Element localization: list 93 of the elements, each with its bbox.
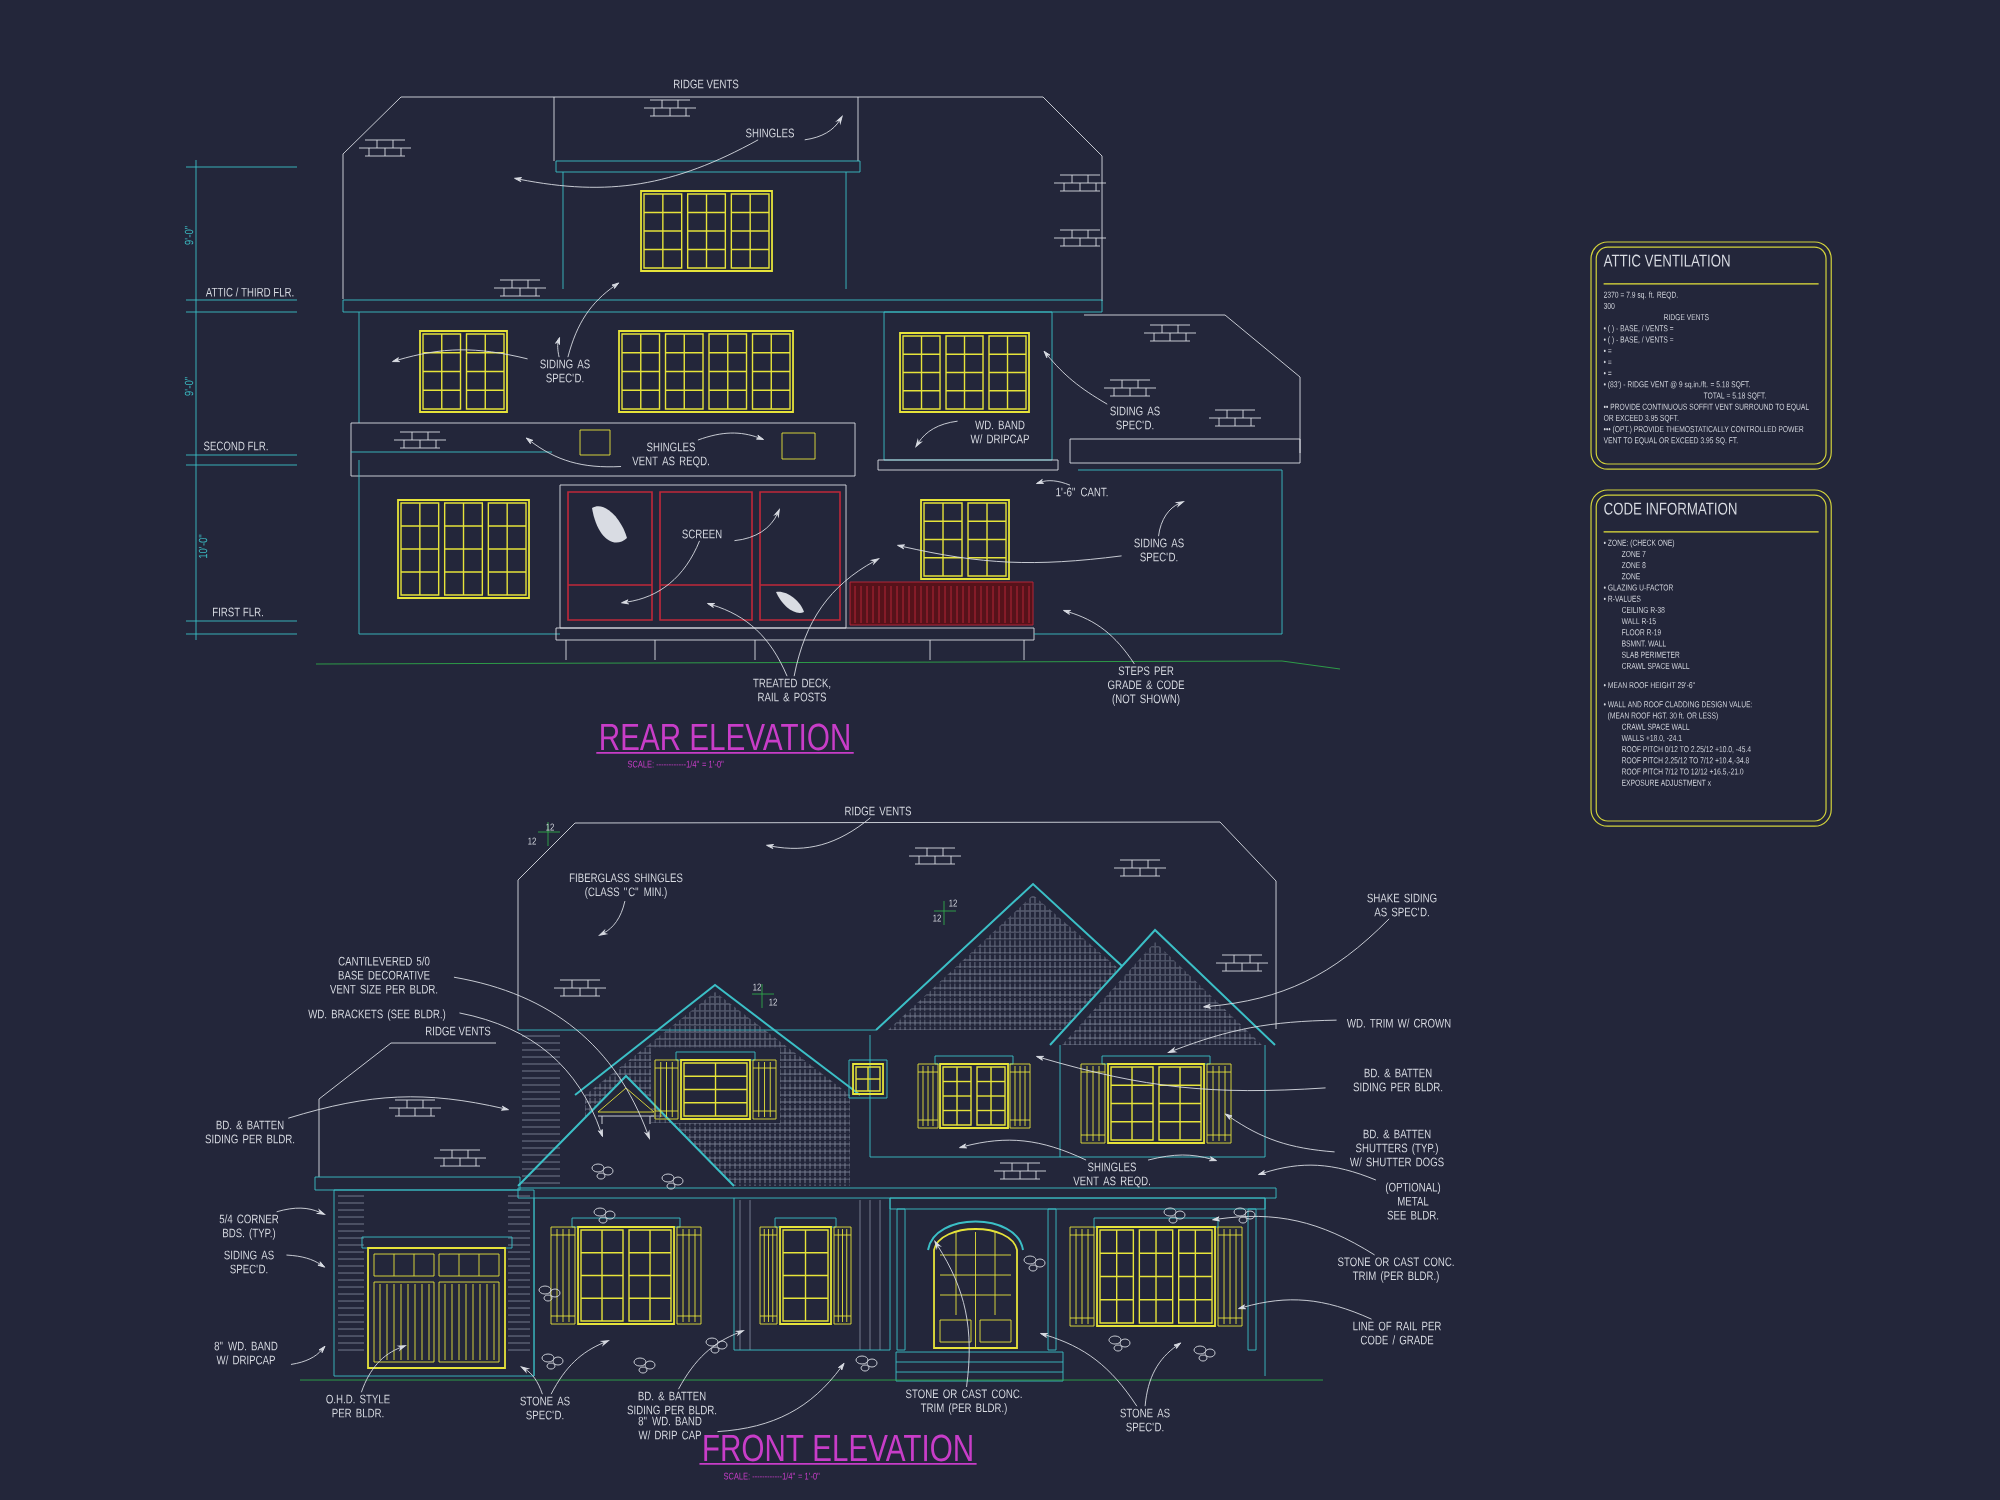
pitch-number: 12	[528, 837, 536, 845]
callout-label: WD. BRACKETS (SEE BLDR.)	[308, 1009, 446, 1021]
dimension-text: 9'-0"	[184, 377, 194, 396]
callout-label: O.H.D. STYLE PER BLDR.	[326, 1394, 390, 1418]
leader-line	[459, 1012, 603, 1137]
leader-line	[1224, 1113, 1335, 1153]
leader-line	[1043, 350, 1108, 405]
leader-line	[707, 603, 788, 677]
leader-line	[287, 1096, 509, 1119]
leader-line	[766, 817, 871, 849]
callout-label: STONE AS SPEC'D.	[520, 1396, 570, 1420]
leader-line	[915, 420, 959, 448]
callout-label: SIDING AS SPEC'D.	[1110, 406, 1160, 430]
callout-label: WD. TRIM W/ CROWN	[1346, 1018, 1451, 1028]
leader-line	[959, 1139, 1087, 1161]
leader-line	[453, 976, 650, 1139]
leader-line	[286, 1254, 326, 1268]
callout-label: SIDING AS SPEC'D.	[540, 359, 590, 383]
leader-line	[697, 432, 764, 441]
level-label: FIRST FLR.	[213, 607, 263, 617]
callout-label: SIDING AS SPEC'D.	[1134, 538, 1184, 562]
note-text: RIDGE VENTS	[426, 1026, 491, 1036]
leader-line	[1036, 479, 1071, 486]
leader-line	[1036, 1055, 1326, 1092]
callout-label: STEPS PER GRADE & CODE (NOT SHOWN)	[1107, 666, 1185, 706]
leader-line	[1144, 1342, 1182, 1407]
notes-table: CODE INFORMATION • ZONE: (CHECK ONE) ZONE 7 ZONE 8 ZONE • GLAZING U-FACTOR • R-VALUES CEILING R-38 WALL R-15 FLOOR R-19 BSMNT. WALL SLAB PERIMETER CRAWL SPACE WALL • MEAN ROOF HEIGHT 29'-6" • WALL AND ROOF CLADDING DESIGN VALUE: (MEAN ROOF HGT. 30 ft. OR LESS) CRAWL SPACE WALL WALLS +18.0, -24.1 ROOF PITCH 0/12 TO 2.25/12 +10.0, -45.4 ROOF PITCH 2.25/12 TO 7/12 +10.4,-34.8 ROOF PITCH 7/12 TO 12/12 +16.5,-21.0 EXPOSURE ADJUSTMENT x	[1590, 489, 1832, 827]
leader-line	[276, 1207, 326, 1215]
leader-line	[804, 115, 843, 141]
callout-label: BD. & BATTEN SIDING PER BLDR.	[627, 1391, 717, 1415]
leader-line	[897, 544, 1122, 563]
leader-line	[525, 437, 622, 468]
callout-label: SIDING AS SPEC'D.	[224, 1250, 274, 1274]
level-label: ATTIC / THIRD FLR.	[205, 287, 294, 297]
leader-line	[555, 337, 560, 358]
callout-label: BD. & BATTEN SIDING PER BLDR.	[205, 1120, 295, 1144]
dimension-text: 10'-0"	[198, 534, 208, 558]
leader-line	[520, 1366, 543, 1395]
callout-label: SHINGLES VENT AS REQD.	[632, 442, 709, 468]
leader-line	[1168, 1019, 1337, 1053]
leader-line	[392, 349, 528, 363]
callout-label: TREATED DECK, RAIL & POSTS	[753, 678, 831, 702]
callout-label: BD. & BATTEN SHUTTERS (TYP.) W/ SHUTTER DOGS	[1349, 1129, 1444, 1167]
leader-line	[793, 558, 880, 677]
leader-line	[678, 1330, 744, 1390]
callout-label: WD. BAND W/ DRIPCAP	[970, 420, 1029, 444]
leader-line	[734, 509, 780, 542]
note-text: RIDGE VENTS	[674, 79, 739, 89]
callout-label: 8" WD. BAND W/ DRIPCAP	[214, 1341, 278, 1365]
callout-label: 8" WD. BAND W/ DRIP CAP	[638, 1416, 702, 1440]
leader-line	[1212, 1215, 1376, 1256]
leader-line	[1147, 1154, 1217, 1162]
callout-label: SCREEN	[682, 529, 722, 539]
callout-label: 5/4 CORNER BDS. (TYP.)	[219, 1214, 279, 1240]
callout-label: RIDGE VENTS	[845, 806, 912, 816]
pitch-number: 12	[933, 914, 941, 922]
leader-line	[717, 1362, 845, 1433]
pitch-number: 12	[546, 823, 554, 831]
level-label: SECOND FLR.	[203, 441, 268, 451]
callout-label: BD. & BATTEN SIDING PER BLDR.	[1353, 1068, 1443, 1092]
leader-line	[1040, 1333, 1138, 1407]
leader-line	[290, 1345, 326, 1365]
view-title: REAR ELEVATION	[595, 723, 855, 754]
pitch-number: 12	[949, 899, 957, 907]
callout-label: SHINGLES VENT AS REQD.	[1073, 1162, 1150, 1188]
callout-label: STONE AS SPEC'D.	[1120, 1408, 1170, 1432]
pitch-number: 12	[769, 998, 777, 1006]
leader-line	[598, 900, 626, 936]
leader-line	[1238, 1299, 1372, 1320]
leader-line	[550, 1340, 610, 1395]
leader-line	[360, 1345, 406, 1393]
leader-line	[514, 139, 759, 188]
callout-label: FIBERGLASS SHINGLES (CLASS "C" MIN.)	[569, 873, 683, 899]
callout-label: 1'-6" CANT.	[1056, 487, 1108, 497]
callout-label: CANTILEVERED 5/0 BASE DECORATIVE VENT SIZE PER BLDR.	[330, 956, 438, 994]
callout-label: LINE OF RAIL PER CODE / GRADE	[1353, 1321, 1441, 1345]
scale-note: SCALE: ------------1/4" = 1'-0"	[627, 760, 724, 768]
pitch-number: 12	[753, 983, 761, 991]
callout-label: SHINGLES	[746, 128, 794, 138]
scale-note: SCALE: ------------1/4" = 1'-0"	[723, 1472, 820, 1480]
callout-label: SHAKE SIDING AS SPEC'D.	[1367, 893, 1437, 917]
callout-label: STONE OR CAST CONC. TRIM (PER BLDR.)	[1337, 1257, 1454, 1283]
notes-table: ATTIC VENTILATION 2370 = 7.9 sq. ft. REQD. 300 RIDGE VENTS • ( ) - BASE, / VENTS = • ( ) - BASE, / VENTS = • = • = • = • (83') - RIDGE VENT @ 9 sq.in./ft. = 5.18 SQFT. TOTAL = 5.18 SQFT. •• PROVIDE CONTINUOUS SOFFIT VENT SURROUND TO EQUAL OR EXCEED 3.95 SQFT. ••• (OPT.) PROVIDE THEMOSTATICALLY CONTROLLED POWER VENT TO EQUAL OR EXCEED 3.95 SQ. FT.	[1590, 241, 1832, 470]
leader-line	[1158, 501, 1184, 537]
dimension-text: 9'-0"	[184, 226, 194, 245]
leader-line	[567, 282, 620, 358]
leader-line	[1063, 610, 1135, 665]
leader-line	[621, 540, 700, 605]
callout-label: (OPTIONAL) METAL SEE BLDR.	[1385, 1182, 1441, 1220]
leader-line	[1203, 918, 1390, 1009]
leader-line	[934, 1240, 970, 1388]
callout-label: STONE OR CAST CONC. TRIM (PER BLDR.)	[905, 1389, 1022, 1415]
leader-line	[1258, 1164, 1377, 1181]
